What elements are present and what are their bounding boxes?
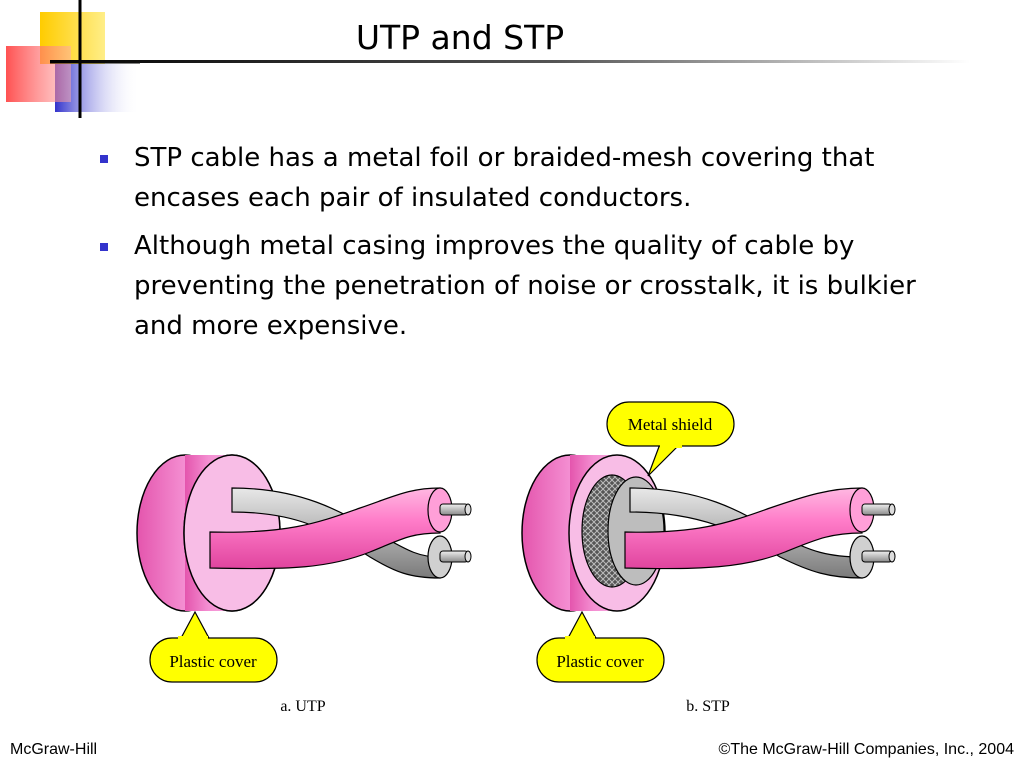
utp-plastic-cover-callout: Plastic cover (149, 610, 278, 683)
square-bullet-icon (100, 243, 108, 251)
utp-caption: a. UTP (280, 698, 325, 715)
utp-cable (136, 454, 472, 612)
title-rule (50, 60, 970, 63)
bullet-text: Although metal casing improves the quali… (134, 231, 916, 341)
utp-callout-text: Plastic cover (169, 652, 257, 671)
bullet-item: Although metal casing improves the quali… (96, 226, 956, 346)
bullet-item: STP cable has a metal foil or braided-me… (96, 138, 956, 218)
footer-publisher: McGraw-Hill (10, 741, 98, 758)
footer-copyright: ©The McGraw-Hill Companies, Inc., 2004 (718, 741, 1014, 758)
stp-shield-callout-text: Metal shield (628, 415, 713, 434)
stp-cover-callout-text: Plastic cover (556, 652, 644, 671)
stp-caption: b. STP (686, 698, 730, 715)
stp-plastic-cover-callout: Plastic cover (536, 610, 665, 683)
stp-cable (521, 454, 896, 612)
slide-title: UTP and STP (355, 18, 565, 57)
bullet-list: STP cable has a metal foil or braided-me… (96, 138, 956, 354)
bullet-text: STP cable has a metal foil or braided-me… (134, 143, 875, 213)
square-bullet-icon (100, 155, 108, 163)
cable-figure: Plastic cover a. UTP Metal shield Plasti… (136, 401, 896, 715)
stp-metal-shield-callout: Metal shield (606, 401, 735, 477)
